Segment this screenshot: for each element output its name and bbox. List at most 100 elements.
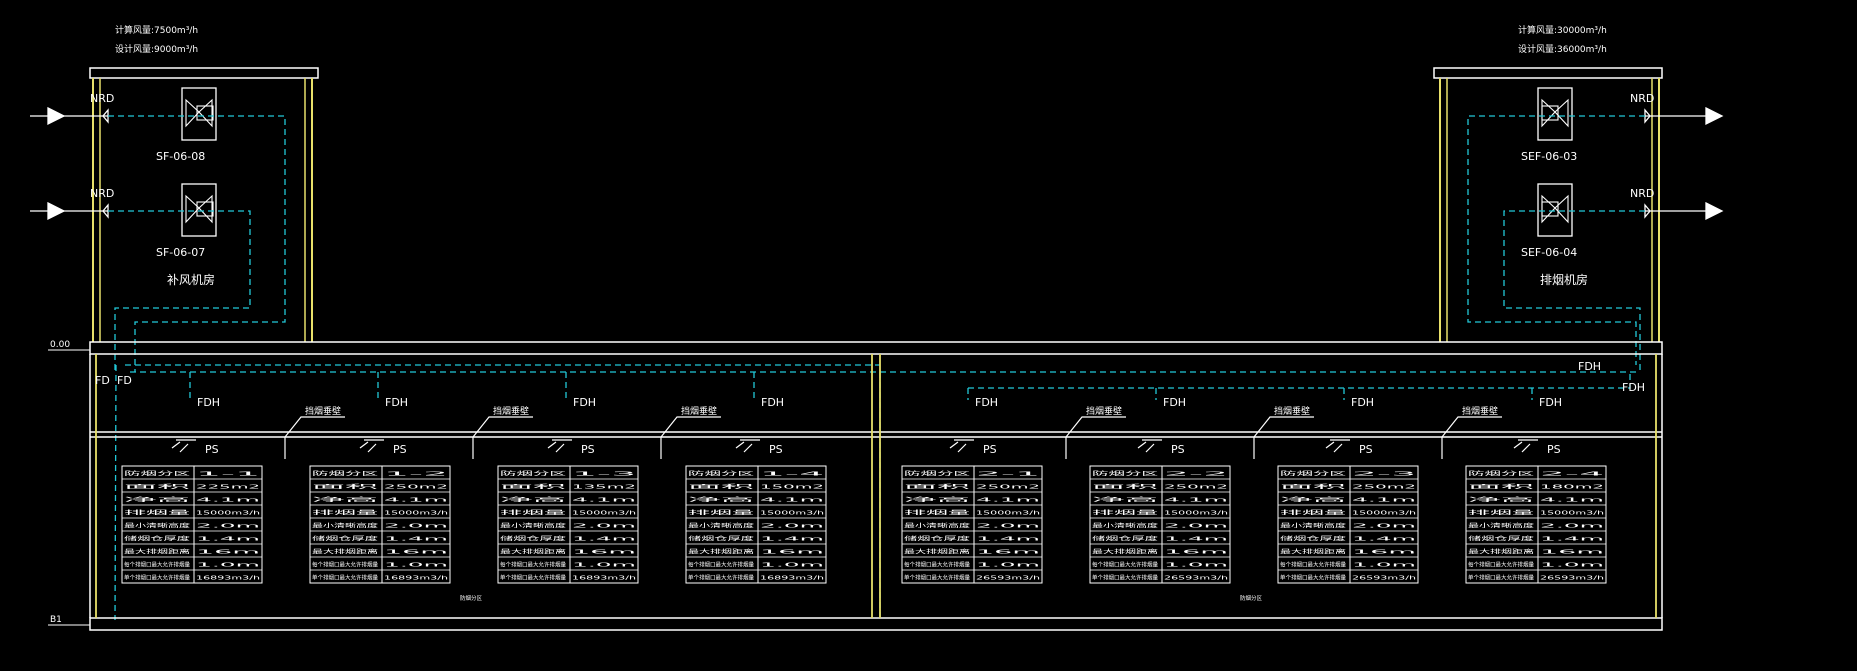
table-cell-key: 最小清晰高度	[904, 522, 971, 530]
table-cell-value: 1.4m	[1352, 537, 1416, 543]
table-cell-value: 2-2	[1164, 472, 1228, 478]
table-cell-value: 15000m3/h	[976, 511, 1041, 517]
table-cell-key: 单个排烟口最大允许排烟量	[1092, 574, 1158, 582]
fan-label-sef03: SEF-06-03	[1521, 150, 1577, 163]
fdh-label-7: FDH	[1351, 396, 1374, 409]
fan-icon-sef03	[1537, 87, 1573, 141]
table-cell-value: 2.0m	[1540, 524, 1604, 530]
table-cell-value: 2-4	[1540, 472, 1608, 478]
table-cell-value: 26593m3/h	[1540, 576, 1605, 582]
ps-label-8: PS	[1547, 443, 1561, 456]
table-cell-key: 单个排烟口最大允许排烟量	[688, 574, 754, 582]
table-cell-key: 面积	[500, 484, 569, 491]
hanging-walls	[284, 416, 1502, 459]
table-cell-key: 净高	[904, 496, 973, 504]
table-cell-key: 净高	[1280, 496, 1349, 504]
table-cell-value: 135m2	[572, 485, 636, 491]
table-cell-value: 4.1m	[384, 498, 448, 504]
table-cell-key: 防烟分区	[124, 470, 191, 478]
table-cell-value: 26593m3/h	[976, 576, 1041, 582]
table-cell-key: 面积	[688, 484, 757, 491]
fdh-label-1: FDH	[197, 396, 220, 409]
table-cell-key: 最小清晰高度	[500, 522, 567, 530]
table-cell-value: 4.1m	[1352, 498, 1416, 504]
table-cell-key: 每个排烟口最大允许排烟量	[1468, 561, 1534, 569]
table-cell-key: 单个排烟口最大允许排烟量	[500, 574, 566, 582]
table-cell-key: 净高	[1468, 496, 1537, 504]
room-label-left: 补风机房	[167, 272, 215, 287]
fdh-label-top-1: FDH	[1578, 360, 1601, 373]
table-cell-key: 面积	[904, 484, 973, 491]
fan-icon-sf08	[181, 87, 217, 141]
table-cell-value: 1.0m	[1164, 563, 1228, 569]
table-cell-value: 16m	[976, 550, 1040, 556]
table-cell-key: 单个排烟口最大允许排烟量	[904, 574, 970, 582]
table-cell-key: 最小清晰高度	[1468, 522, 1535, 530]
table-cell-value: 26593m3/h	[1164, 576, 1229, 582]
table-cell-key: 最小清晰高度	[124, 522, 191, 530]
nrd-label-2: NRD	[90, 187, 114, 200]
ps-label-3: PS	[581, 443, 595, 456]
table-cell-key: 最大排烟距离	[1092, 548, 1159, 556]
fd-label-2: FD	[117, 374, 132, 387]
table-cell-value: 1.4m	[572, 537, 636, 543]
table-cell-value: 1.4m	[760, 537, 824, 543]
table-cell-key: 最大排烟距离	[500, 548, 567, 556]
table-cell-key: 净高	[1092, 496, 1161, 504]
right-design-airflow: 设计风量:36000m³/h	[1518, 43, 1607, 55]
table-cell-key: 最大排烟距离	[124, 548, 191, 556]
table-cell-key: 排烟量	[904, 509, 972, 517]
table-cell-value: 250m2	[1164, 485, 1228, 491]
table-cell-key: 防烟分区	[1092, 470, 1159, 478]
table-cell-value: 16893m3/h	[384, 576, 449, 582]
table-cell-value: 16m	[572, 550, 636, 556]
left-machine-room	[89, 67, 319, 342]
left-design-airflow: 设计风量:9000m³/h	[115, 43, 198, 55]
ps-label-7: PS	[1359, 443, 1373, 456]
smoke-outlets	[171, 439, 1538, 453]
table-cell-value: 180m2	[1540, 485, 1604, 491]
exhaust-arrows-right	[1644, 106, 1724, 221]
table-cell-value: 16m	[196, 550, 260, 556]
table-cell-value: 16m	[1164, 550, 1228, 556]
hanging-wall-label-2: 挡烟垂壁	[493, 405, 529, 417]
duct-network	[108, 115, 1645, 621]
table-cell-value: 2.0m	[572, 524, 636, 530]
table-cell-value: 16m	[384, 550, 448, 556]
table-cell-value: 250m2	[1352, 485, 1416, 491]
fdh-label-5: FDH	[975, 396, 998, 409]
table-cell-value: 1.0m	[1540, 563, 1604, 569]
table-cell-key: 排烟量	[312, 509, 380, 517]
table-cell-key: 面积	[124, 484, 193, 491]
fan-label-sf07: SF-06-07	[156, 246, 205, 259]
table-cell-value: 15000m3/h	[760, 511, 825, 517]
table-cell-value: 1.4m	[976, 537, 1040, 543]
table-cell-key: 储烟仓厚度	[904, 535, 971, 543]
table-cell-key: 排烟量	[124, 509, 192, 517]
fdh-label-6: FDH	[1163, 396, 1186, 409]
table-cell-value: 1.4m	[1164, 537, 1228, 543]
table-cell-key: 储烟仓厚度	[1280, 535, 1347, 543]
table-cell-value: 2.0m	[196, 524, 260, 530]
table-cell-value: 2.0m	[384, 524, 448, 530]
table-cell-key: 最小清晰高度	[688, 522, 755, 530]
table-cell-key: 排烟量	[1280, 509, 1348, 517]
table-cell-key: 净高	[312, 496, 381, 504]
table-cell-key: 最小清晰高度	[312, 522, 379, 530]
table-cell-key: 单个排烟口最大允许排烟量	[1468, 574, 1534, 582]
hanging-wall-label-1: 挡烟垂壁	[305, 405, 341, 417]
fdh-label-2: FDH	[385, 396, 408, 409]
table-cell-value: 2-1	[976, 472, 1040, 478]
table-cell-value: 15000m3/h	[196, 511, 261, 517]
hanging-wall-label-4: 挡烟垂壁	[1086, 405, 1122, 417]
table-cell-value: 225m2	[196, 485, 260, 491]
zone-label-left: 防烟分区	[460, 594, 483, 602]
table-cell-value: 4.1m	[196, 498, 260, 504]
table-cell-key: 防烟分区	[1280, 470, 1347, 478]
hanging-wall-label-3: 挡烟垂壁	[681, 405, 717, 417]
